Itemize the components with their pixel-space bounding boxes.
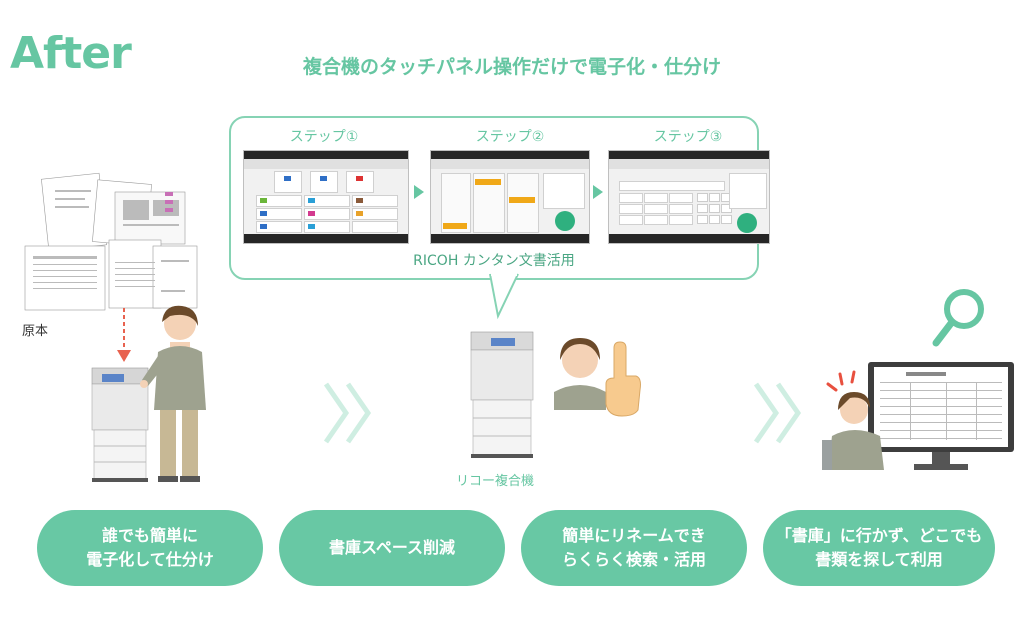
benefit-text: 「書庫」に行かず、どこでも 書類を探して利用 <box>775 526 983 569</box>
step-3-screen <box>608 150 770 244</box>
person-pointing <box>554 338 641 417</box>
step-1-screen <box>243 150 409 244</box>
step-1-label: ステップ① <box>289 129 359 145</box>
benefit-pill-2: 書庫スペース削減 <box>279 510 505 586</box>
mfp-label: リコー複合機 <box>456 474 535 489</box>
step-2-screen <box>430 150 590 244</box>
magnifier-icon <box>932 289 984 347</box>
benefit-text: 簡単にリネームでき らくらく検索・活用 <box>561 526 706 569</box>
original-label: 原本 <box>22 324 49 339</box>
paper-documents <box>24 172 198 311</box>
speech-pointer <box>489 272 519 320</box>
flow-chevrons-icon <box>323 382 372 444</box>
headline: 複合機のタッチパネル操作だけで電子化・仕分け <box>302 56 721 78</box>
step-2-label: ステップ② <box>475 129 545 145</box>
step-arrow-icon <box>593 185 603 199</box>
benefit-pill-4: 「書庫」に行かず、どこでも 書類を探して利用 <box>763 510 995 586</box>
alert-marks-icon <box>826 370 856 392</box>
dashed-down-arrow <box>117 308 131 362</box>
office-worker-standing <box>140 305 206 482</box>
panel-caption: RICOH カンタン文書活用 <box>413 253 575 269</box>
person-seated <box>822 370 884 470</box>
benefit-text: 書庫スペース削減 <box>328 538 456 557</box>
step-arrow-icon <box>414 185 424 199</box>
flow-chevrons-icon <box>753 382 802 444</box>
benefit-pill-1: 誰でも簡単に 電子化して仕分け <box>37 510 263 586</box>
benefit-text: 誰でも簡単に 電子化して仕分け <box>86 526 214 569</box>
ricoh-mfp <box>470 331 534 458</box>
desktop-monitor <box>868 362 1014 470</box>
left-mfp <box>91 367 149 482</box>
step-3-label: ステップ③ <box>653 129 723 145</box>
after-title: After <box>10 28 132 79</box>
benefit-pill-3: 簡単にリネームでき らくらく検索・活用 <box>521 510 747 586</box>
finger-up-icon <box>605 341 641 417</box>
